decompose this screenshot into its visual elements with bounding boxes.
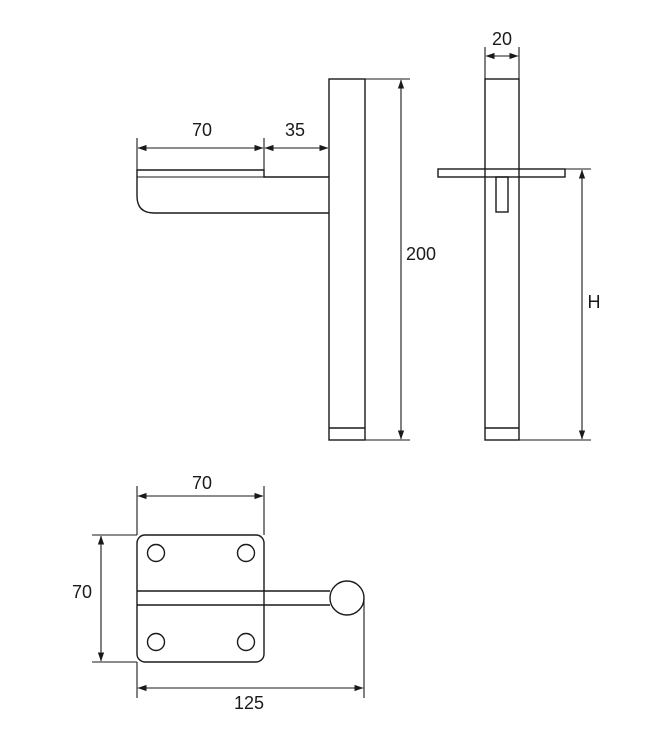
- dim-side-70-label: 70: [192, 120, 212, 140]
- screw-hole-top-left: [146, 543, 166, 563]
- top-plate: [136, 534, 265, 663]
- side-post: [328, 78, 366, 441]
- front-plate: [437, 168, 566, 178]
- front-slot: [495, 176, 509, 213]
- screw-hole-bottom-left: [146, 632, 166, 652]
- front-post: [484, 78, 520, 441]
- screw-hole-bottom-right: [236, 632, 256, 652]
- dim-front-20-label: 20: [492, 29, 512, 49]
- dim-side-35-label: 35: [285, 120, 305, 140]
- front-view: 20 H: [437, 29, 601, 441]
- screw-hole-top-right: [236, 543, 256, 563]
- dim-top-70d-label: 70: [72, 582, 92, 602]
- dim-side-200-label: 200: [406, 244, 436, 264]
- top-knob: [329, 580, 365, 616]
- dim-top-70w-label: 70: [192, 473, 212, 493]
- dim-front-h-label: H: [588, 292, 601, 312]
- top-view: 70 70 125: [72, 473, 365, 713]
- side-arm: [136, 169, 329, 214]
- dim-top-125-label: 125: [234, 693, 264, 713]
- side-view: 70 35 200: [136, 78, 436, 441]
